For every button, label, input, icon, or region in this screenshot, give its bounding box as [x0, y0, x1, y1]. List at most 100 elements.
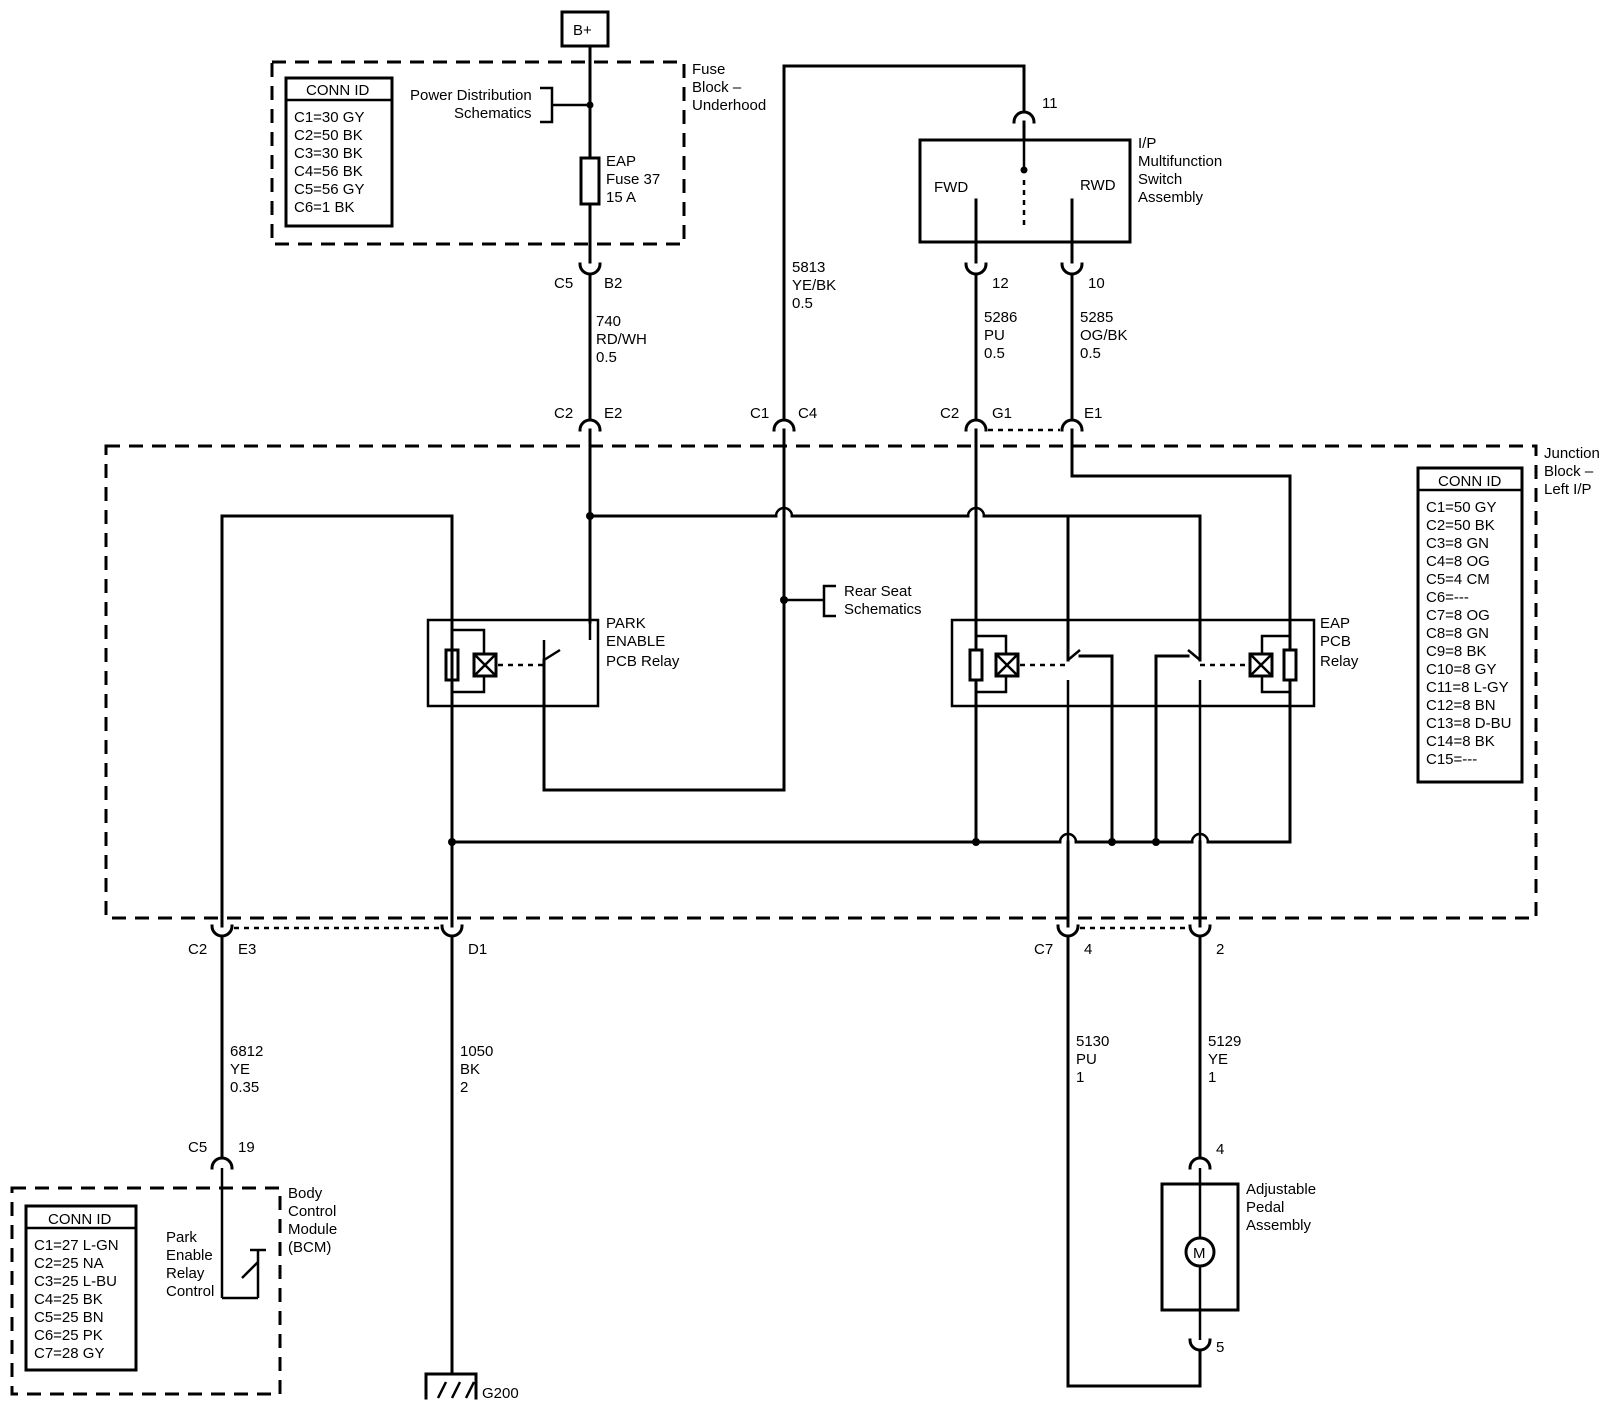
label-c1: C1 [750, 405, 769, 422]
label-e1: E1 [1084, 405, 1102, 422]
svg-text:C15=---: C15=--- [1426, 751, 1477, 768]
svg-text:YE: YE [230, 1061, 250, 1078]
junction-block-conn-table [1416, 466, 1524, 784]
svg-text:EAP: EAP [606, 153, 636, 170]
svg-text:PU: PU [1076, 1051, 1097, 1068]
svg-text:5286: 5286 [984, 309, 1017, 326]
svg-text:Control: Control [166, 1283, 214, 1300]
svg-text:YE: YE [1208, 1051, 1228, 1068]
fuse-block-title: Fuse Block – Underhood [692, 61, 766, 114]
wire-6812-label: 6812 YE 0.35 [230, 1043, 263, 1096]
label-c2-g1: C2 [940, 405, 959, 422]
svg-text:PU: PU [984, 327, 1005, 344]
svg-text:0.5: 0.5 [1080, 345, 1101, 362]
svg-text:Block –: Block – [692, 79, 742, 96]
svg-text:C9=8 BK: C9=8 BK [1426, 643, 1486, 660]
svg-text:BK: BK [460, 1061, 480, 1078]
connector-c1-c4 [772, 418, 796, 432]
eap-fuse-symbol [579, 156, 601, 206]
fuse-block-conn-title: CONN ID [306, 82, 370, 99]
svg-text:C2=50 BK: C2=50 BK [1426, 517, 1495, 534]
svg-text:C7=8 OG: C7=8 OG [1426, 607, 1490, 624]
svg-text:6812: 6812 [230, 1043, 263, 1060]
svg-text:C5=25 BN: C5=25 BN [34, 1309, 104, 1326]
label-pin-10: 10 [1088, 275, 1105, 292]
svg-text:Junction: Junction [1544, 445, 1600, 462]
fuse-block-conn-list: C1=30 GY C2=50 BK C3=30 BK C4=56 BK C5=5… [294, 109, 364, 216]
svg-text:Body: Body [288, 1185, 323, 1202]
label-c2-bottom: C2 [188, 941, 207, 958]
switch-rwd-label: RWD [1080, 177, 1116, 194]
svg-text:YE/BK: YE/BK [792, 277, 836, 294]
bcm-switch-symbol [241, 1261, 259, 1279]
label-c4: C4 [798, 405, 817, 422]
svg-text:5129: 5129 [1208, 1033, 1241, 1050]
svg-text:C6=1 BK: C6=1 BK [294, 199, 354, 216]
bcm-conn-title: CONN ID [48, 1211, 112, 1228]
svg-text:RD/WH: RD/WH [596, 331, 647, 348]
svg-text:C11=8 L-GY: C11=8 L-GY [1426, 679, 1509, 696]
svg-text:1050: 1050 [460, 1043, 493, 1060]
rear-seat-bracket [822, 584, 836, 618]
svg-text:Relay: Relay [1320, 653, 1359, 670]
svg-text:Module: Module [288, 1221, 337, 1238]
svg-text:C6=---: C6=--- [1426, 589, 1469, 606]
wire-740-label: 740 RD/WH 0.5 [596, 313, 647, 366]
svg-text:Multifunction: Multifunction [1138, 153, 1222, 170]
svg-text:Fuse 37: Fuse 37 [606, 171, 660, 188]
svg-text:Fuse: Fuse [692, 61, 725, 78]
svg-text:Schematics: Schematics [844, 601, 922, 618]
svg-text:C13=8 D-BU: C13=8 D-BU [1426, 715, 1511, 732]
svg-text:C6=25 PK: C6=25 PK [34, 1327, 103, 1344]
svg-text:Rear Seat: Rear Seat [844, 583, 912, 600]
label-e3: E3 [238, 941, 256, 958]
connector-c2-g1 [964, 418, 988, 432]
label-c7: C7 [1034, 941, 1053, 958]
svg-text:1: 1 [1076, 1069, 1084, 1086]
pedal-assembly-title: Adjustable Pedal Assembly [1246, 1181, 1316, 1234]
wire-5130-label: 5130 PU 1 [1076, 1033, 1109, 1086]
connector-pedal-4 [1188, 1156, 1212, 1170]
svg-text:Switch: Switch [1138, 171, 1182, 188]
svg-text:PCB Relay: PCB Relay [606, 653, 680, 670]
label-c2-top: C2 [554, 405, 573, 422]
label-e2: E2 [604, 405, 622, 422]
svg-text:C1=30 GY: C1=30 GY [294, 109, 364, 126]
svg-text:C3=30 BK: C3=30 BK [294, 145, 363, 162]
eap-relay-left-resistor [968, 648, 984, 682]
connector-pin-11 [1012, 110, 1036, 124]
svg-text:C14=8 BK: C14=8 BK [1426, 733, 1495, 750]
svg-text:Underhood: Underhood [692, 97, 766, 114]
eap-relay-box [950, 618, 1316, 708]
junction-block-conn-list: C1=50 GY C2=50 BK C3=8 GN C4=8 OG C5=4 C… [1426, 499, 1511, 768]
svg-text:0.5: 0.5 [792, 295, 813, 312]
multifunction-switch-title: I/P Multifunction Switch Assembly [1138, 135, 1222, 206]
svg-text:C1=27 L-GN: C1=27 L-GN [34, 1237, 119, 1254]
connector-c7-4 [1056, 924, 1080, 938]
label-pin-12: 12 [992, 275, 1009, 292]
label-pin-11: 11 [1042, 95, 1058, 112]
bcm-title: Body Control Module (BCM) [288, 1185, 337, 1256]
svg-text:C3=8 GN: C3=8 GN [1426, 535, 1489, 552]
b-plus-box [560, 10, 610, 48]
svg-text:5813: 5813 [792, 259, 825, 276]
wire-5285-label: 5285 OG/BK 0.5 [1080, 309, 1128, 362]
label-pin-4-jb: 4 [1084, 941, 1092, 958]
svg-text:Relay: Relay [166, 1265, 205, 1282]
svg-text:Assembly: Assembly [1138, 189, 1204, 206]
connector-pedal-5 [1188, 1338, 1212, 1352]
svg-text:C5=56 GY: C5=56 GY [294, 181, 364, 198]
motor-label: M [1193, 1245, 1206, 1262]
svg-text:C4=8 OG: C4=8 OG [1426, 553, 1490, 570]
connector-2 [1188, 924, 1212, 938]
svg-text:C2=50 BK: C2=50 BK [294, 127, 363, 144]
bcm-conn-list: C1=27 L-GN C2=25 NA C3=25 L-BU C4=25 BK … [34, 1237, 119, 1362]
park-relay-box [426, 618, 600, 708]
svg-text:Left I/P: Left I/P [1544, 481, 1592, 498]
svg-text:C4=56 BK: C4=56 BK [294, 163, 363, 180]
rear-seat-ref: Rear Seat Schematics [844, 583, 922, 618]
svg-text:(BCM): (BCM) [288, 1239, 331, 1256]
svg-text:Enable: Enable [166, 1247, 213, 1264]
label-c5: C5 [554, 275, 573, 292]
svg-text:Assembly: Assembly [1246, 1217, 1312, 1234]
